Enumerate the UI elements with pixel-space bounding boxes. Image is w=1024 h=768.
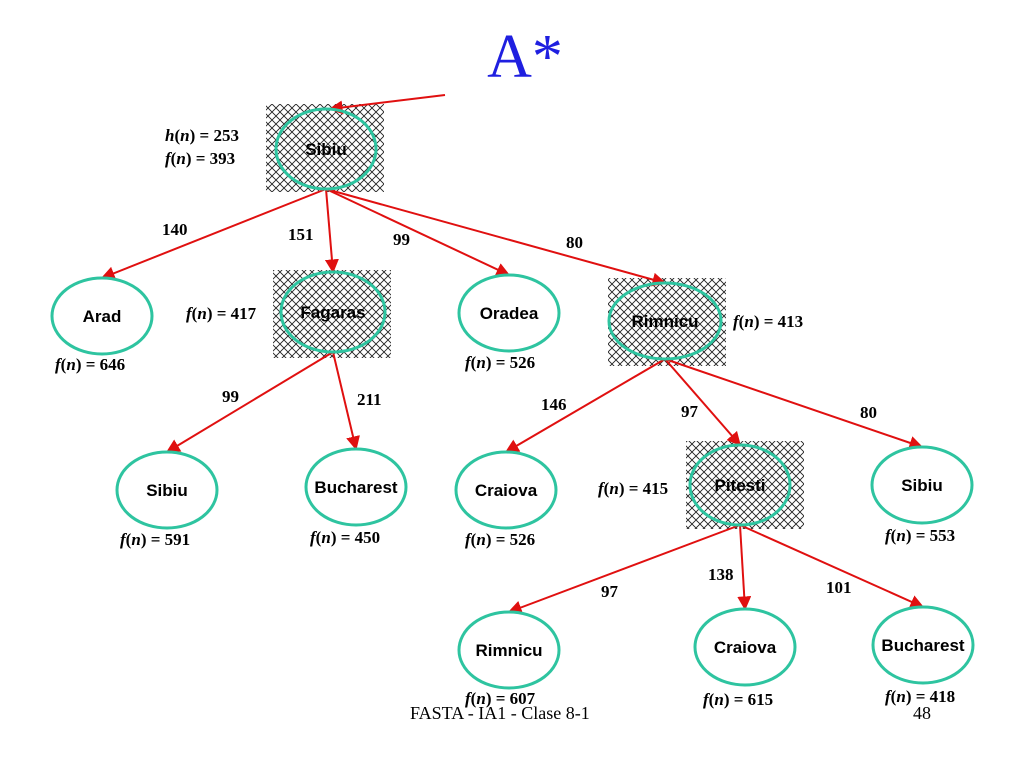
node-label: Rimnicu <box>475 641 542 660</box>
expanded-hatch-sibiu_root <box>266 104 384 192</box>
footer-course: FASTA - IA1 - Clase 8-1 <box>410 703 590 723</box>
edge-cost-label: 211 <box>357 390 382 409</box>
edge-sibiu_root-to-fagaras <box>324 188 339 274</box>
edge-cost-label: 97 <box>601 582 619 601</box>
node-label: Pitesti <box>714 476 765 495</box>
f-value-label: f(n) = 450 <box>310 528 380 547</box>
edge-cost-label: 146 <box>541 395 567 414</box>
node-oradea <box>457 273 561 353</box>
edge-rimnicu-to-sibiu_r <box>664 358 924 450</box>
edge-cost-label: 80 <box>860 403 877 422</box>
f-value-label: f(n) = 415 <box>598 479 668 498</box>
node-label: Craiova <box>475 481 538 500</box>
edge-layer <box>100 94 925 615</box>
footer-page-number: 48 <box>913 703 931 723</box>
f-value-label: f(n) = 526 <box>465 353 535 372</box>
f-value-label: f(n) = 607 <box>465 689 536 708</box>
node-bucharest_f <box>304 447 408 527</box>
node-label: Sibiu <box>901 476 943 495</box>
f-value-label: f(n) = 646 <box>55 355 125 374</box>
edge-cost-label: 80 <box>566 233 583 252</box>
node-rimnicu_p <box>457 610 561 690</box>
f-value-label: f(n) = 393 <box>165 149 235 168</box>
node-sibiu_f <box>115 450 219 530</box>
edge-cost-label: 140 <box>162 220 188 239</box>
f-value-label: f(n) = 615 <box>703 690 773 709</box>
node-arad <box>50 276 154 356</box>
node-bucharest_p <box>871 605 975 685</box>
node-rimnicu <box>607 281 723 361</box>
node-fagaras <box>279 270 387 354</box>
node-label: Fagaras <box>300 303 365 322</box>
node-label: Bucharest <box>881 636 964 655</box>
entry-arrow <box>328 94 446 115</box>
edge-sibiu_root-to-rimnicu <box>325 188 667 287</box>
edge-sibiu_root-to-arad <box>100 188 327 280</box>
node-label: Rimnicu <box>631 312 698 331</box>
node-layer <box>50 107 975 690</box>
node-pitesti <box>688 443 792 527</box>
edge-pitesti-to-bucharest_p <box>739 524 925 609</box>
node-craiova_p <box>693 607 797 687</box>
f-value-label: f(n) = 417 <box>186 304 257 323</box>
annotation-layer: 140 151 99 80 99 211 146 97 80 97 138 101 Sibiu h(n) … <box>55 126 965 709</box>
f-value-label: f(n) = 526 <box>465 530 535 549</box>
edge-pitesti-to-rimnicu_p <box>507 524 741 615</box>
edge-sibiu_root-to-oradea <box>325 188 511 276</box>
f-value-label: f(n) = 553 <box>885 526 955 545</box>
node-label: Sibiu <box>305 140 347 159</box>
edge-cost-label: 99 <box>393 230 410 249</box>
edge-cost-label: 99 <box>222 387 239 406</box>
node-sibiu_root <box>274 107 378 191</box>
f-value-label: f(n) = 591 <box>120 530 190 549</box>
edge-cost-label: 97 <box>681 402 699 421</box>
node-sibiu_r <box>870 445 974 525</box>
node-label: Arad <box>83 307 122 326</box>
node-label: Craiova <box>714 638 777 657</box>
edge-cost-label: 151 <box>288 225 314 244</box>
f-value-label: f(n) = 418 <box>885 687 955 706</box>
edge-rimnicu-to-craiova_r <box>504 358 666 453</box>
h-value-label: h(n) = 253 <box>165 126 239 145</box>
node-label: Sibiu <box>146 481 188 500</box>
slide-title: A* <box>487 23 563 91</box>
edge-rimnicu-to-pitesti <box>664 358 741 447</box>
edge-cost-label: 138 <box>708 565 734 584</box>
node-label: Bucharest <box>314 478 397 497</box>
edge-fagaras-to-sibiu_f <box>165 351 334 453</box>
node-label: Oradea <box>480 304 539 323</box>
edge-cost-label: 101 <box>826 578 852 597</box>
node-craiova_r <box>454 450 558 530</box>
f-value-label: f(n) = 413 <box>733 312 803 331</box>
edge-pitesti-to-craiova_p <box>737 524 752 611</box>
edge-fagaras-to-bucharest_f <box>332 351 360 451</box>
